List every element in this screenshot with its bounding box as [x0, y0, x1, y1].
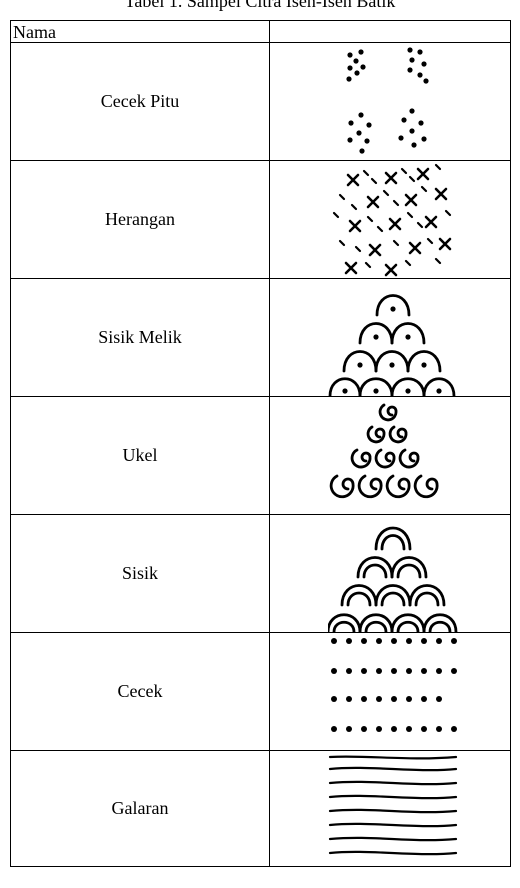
- row-image-cell: [269, 514, 511, 633]
- table-row: Cecek: [10, 632, 511, 751]
- row-image-cell: [269, 278, 511, 397]
- ukel-motif-icon: [328, 397, 458, 514]
- table-caption: Tabel 1. Sampel Citra Isen-Isen Batik: [124, 0, 396, 11]
- row-name-cell: Galaran: [10, 750, 270, 867]
- table-row: Herangan: [10, 160, 511, 279]
- row-image-cell: [269, 632, 511, 751]
- row-name-cell: Sisik Melik: [10, 278, 270, 397]
- table-row: Galaran: [10, 750, 511, 867]
- cecek-pitu-motif-icon: [328, 43, 458, 160]
- cecek-motif-icon: [328, 633, 458, 750]
- sisik-motif-icon: [328, 515, 458, 632]
- header-name-cell: Nama: [10, 20, 270, 43]
- row-image-cell: [269, 160, 511, 279]
- table-header-row: Nama: [10, 20, 511, 43]
- row-image-cell: [269, 42, 511, 161]
- galaran-motif-icon: [328, 751, 458, 866]
- table-row: Cecek Pitu: [10, 42, 511, 161]
- herangan-motif-icon: [328, 161, 458, 278]
- header-image-cell: [269, 20, 511, 43]
- row-name-cell: Herangan: [10, 160, 270, 279]
- table-row: Sisik: [10, 514, 511, 633]
- row-name-cell: Cecek: [10, 632, 270, 751]
- sisik-melik-motif-icon: [328, 279, 458, 396]
- batik-sample-table: Nama Cecek Pitu: [10, 20, 511, 867]
- row-name-cell: Sisik: [10, 514, 270, 633]
- table-row: Ukel: [10, 396, 511, 515]
- table-row: Sisik Melik: [10, 278, 511, 397]
- row-image-cell: [269, 750, 511, 867]
- row-image-cell: [269, 396, 511, 515]
- row-name-cell: Cecek Pitu: [10, 42, 270, 161]
- row-name-cell: Ukel: [10, 396, 270, 515]
